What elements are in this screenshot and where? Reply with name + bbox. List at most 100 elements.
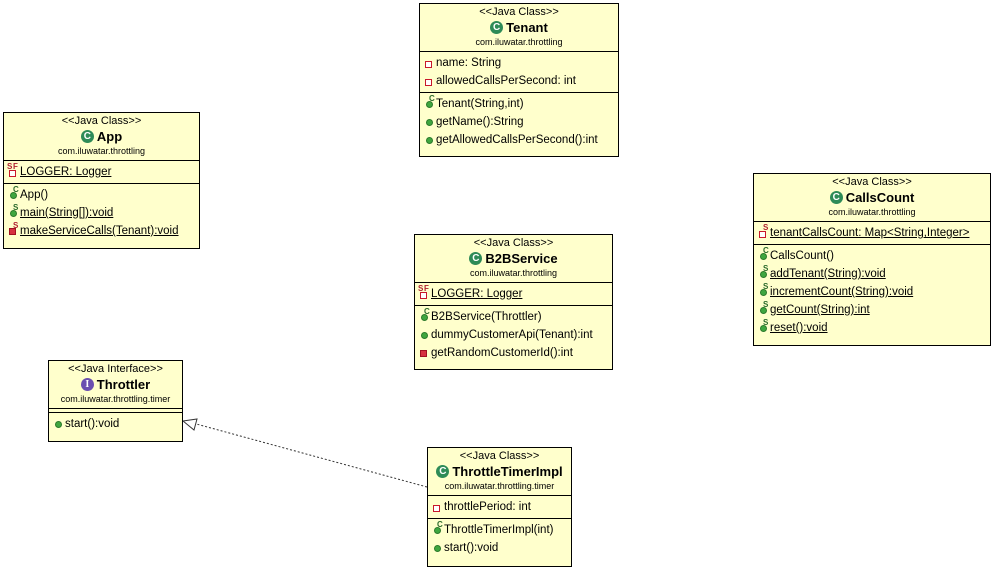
public-method-icon <box>10 210 17 217</box>
static-marker-icon: S <box>418 284 424 293</box>
private-field-icon <box>759 231 766 238</box>
field: name: String <box>420 54 618 72</box>
class-icon: C <box>829 191 843 204</box>
static-marker-icon: S <box>13 203 19 212</box>
package-name: com.iluwatar.throttling <box>57 146 146 156</box>
class-icon: C <box>80 130 94 143</box>
constructor-marker-icon: C <box>13 185 19 194</box>
package-name: com.iluwatar.throttling <box>475 37 563 47</box>
private-method-icon <box>420 350 427 357</box>
static-marker-icon: S <box>763 282 769 291</box>
class-icon: C <box>490 21 504 34</box>
stereotype: <<Java Class>> <box>459 450 540 462</box>
stereotype: <<Java Class>> <box>479 6 559 18</box>
public-method-icon <box>10 192 17 199</box>
package-name: com.iluwatar.throttling <box>469 268 558 278</box>
public-method-icon <box>760 253 767 260</box>
field: throttlePeriod: int <box>428 498 571 516</box>
private-field-icon <box>420 292 427 299</box>
field: allowedCallsPerSecond: int <box>420 72 618 90</box>
constructor-marker-icon: C <box>437 520 443 529</box>
static-marker-icon: S <box>763 264 769 273</box>
method: start():void <box>428 539 571 557</box>
method: getRandomCustomerId():int <box>415 344 612 362</box>
public-method-icon <box>760 325 767 332</box>
static-marker-icon: S <box>763 300 769 309</box>
method: getName():String <box>420 113 618 131</box>
public-method-icon <box>426 137 433 144</box>
private-field-icon <box>425 61 432 68</box>
private-method-icon <box>9 228 16 235</box>
private-field-icon <box>433 505 440 512</box>
package-name: com.iluwatar.throttling <box>828 207 916 217</box>
method: getAllowedCallsPerSecond():int <box>420 131 618 149</box>
constructor-marker-icon: C <box>424 307 430 316</box>
stereotype: <<Java Class>> <box>832 176 912 188</box>
public-method-icon <box>434 545 441 552</box>
public-method-icon <box>421 332 428 339</box>
private-field-icon <box>425 79 432 86</box>
public-method-icon <box>434 527 441 534</box>
method: start():void <box>49 415 182 433</box>
interface-icon: I <box>80 378 94 391</box>
public-method-icon <box>55 421 62 428</box>
static-marker-icon: S <box>763 318 769 327</box>
stereotype: <<Java Class>> <box>473 237 554 249</box>
public-method-icon <box>760 289 767 296</box>
constructor-marker-icon: C <box>763 246 769 255</box>
static-marker-icon: S <box>7 162 13 171</box>
static-marker-icon: S <box>13 221 19 230</box>
stereotype: <<Java Class>> <box>61 115 142 127</box>
stereotype: <<Java Interface>> <box>68 363 163 375</box>
static-marker-icon: S <box>763 223 769 232</box>
public-method-icon <box>760 307 767 314</box>
method: dummyCustomerApi(Tenant):int <box>415 326 612 344</box>
package-name: com.iluwatar.throttling.timer <box>444 481 555 491</box>
final-marker-icon: F <box>424 284 429 293</box>
fields-section: name: String allowedCallsPerSecond: int <box>420 52 618 92</box>
public-method-icon <box>760 271 767 278</box>
public-method-icon <box>426 101 433 108</box>
fields-section: throttlePeriod: int <box>428 496 571 518</box>
